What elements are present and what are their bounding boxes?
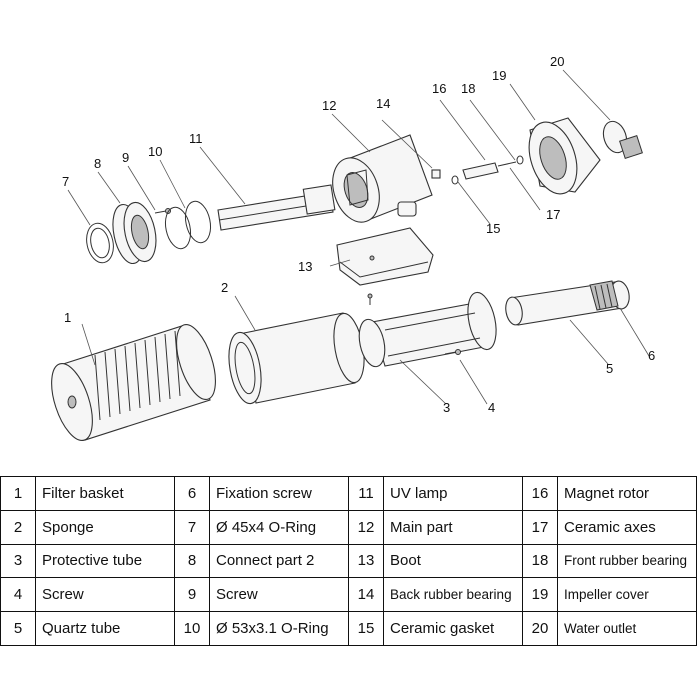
legend-number: 12	[348, 509, 384, 545]
legend-row: 1 Filter basket 6 Fixation screw 11 UV l…	[0, 476, 697, 511]
legend-row: 3 Protective tube 8 Connect part 2 13 Bo…	[0, 543, 697, 579]
callout-20: 20	[550, 54, 564, 69]
legend-label: Impeller cover	[557, 577, 697, 613]
legend-label: Main part	[383, 509, 523, 545]
legend-label: Sponge	[35, 509, 175, 545]
ceramic-gasket	[451, 175, 459, 185]
parts-legend-table: 1 Filter basket 6 Fixation screw 11 UV l…	[0, 476, 697, 646]
callout-9: 9	[122, 150, 129, 165]
legend-number: 2	[0, 509, 36, 545]
legend-label: Protective tube	[35, 543, 175, 579]
callout-2: 2	[221, 280, 228, 295]
legend-row: 5 Quartz tube 10 Ø 53x3.1 O-Ring 15 Cera…	[0, 611, 697, 646]
legend-label: Filter basket	[35, 476, 175, 511]
callout-18: 18	[461, 81, 475, 96]
o-ring-45x4	[86, 222, 114, 264]
magnet-rotor	[462, 162, 499, 180]
o-ring-53x3-1	[164, 200, 212, 250]
callout-17: 17	[546, 207, 560, 222]
filter-basket	[51, 324, 216, 441]
callout-13: 13	[298, 259, 312, 274]
legend-number: 13	[348, 543, 384, 579]
callout-6: 6	[648, 348, 655, 363]
legend-label: Connect part 2	[209, 543, 349, 579]
legend-number: 19	[522, 577, 558, 613]
callout-19: 19	[492, 68, 506, 83]
legend-label: Back rubber bearing	[383, 577, 523, 613]
legend-number: 3	[0, 543, 36, 579]
callout-14: 14	[376, 96, 390, 111]
front-rubber-bearing	[516, 155, 524, 165]
legend-number: 11	[348, 476, 384, 511]
legend-number: 17	[522, 509, 558, 545]
legend-number: 14	[348, 577, 384, 613]
legend-label: Ceramic axes	[557, 509, 697, 545]
legend-number: 20	[522, 611, 558, 646]
callout-5: 5	[606, 361, 613, 376]
legend-label: Ø 45x4 O-Ring	[209, 509, 349, 545]
callout-7: 7	[62, 174, 69, 189]
legend-label: Fixation screw	[209, 476, 349, 511]
connect-part-2	[112, 201, 157, 265]
back-rubber-bearing	[431, 169, 441, 179]
callout-16: 16	[432, 81, 446, 96]
main-part	[332, 134, 433, 223]
legend-label: Ø 53x3.1 O-Ring	[209, 611, 349, 646]
boot	[336, 227, 434, 305]
callout-1: 1	[64, 310, 71, 325]
legend-label: Quartz tube	[35, 611, 175, 646]
legend-number: 5	[0, 611, 36, 646]
callout-12: 12	[322, 98, 336, 113]
legend-number: 16	[522, 476, 558, 511]
legend-label: Magnet rotor	[557, 476, 697, 511]
legend-label: Front rubber bearing	[557, 543, 697, 579]
protective-tube	[358, 291, 497, 368]
legend-number: 9	[174, 577, 210, 613]
legend-row: 2 Sponge 7 Ø 45x4 O-Ring 12 Main part 17…	[0, 509, 697, 545]
legend-label: Water outlet	[557, 611, 697, 646]
fixation-screw	[589, 280, 619, 311]
legend-number: 18	[522, 543, 558, 579]
exploded-view-diagram: 1 2 3 4 5 6 7 8 9 10 11 12 13 14 15 16 1…	[51, 54, 655, 441]
callout-11: 11	[189, 131, 203, 146]
legend-number: 10	[174, 611, 210, 646]
legend-number: 1	[0, 476, 36, 511]
legend-label: Screw	[209, 577, 349, 613]
sponge	[228, 312, 365, 405]
screw-4	[444, 349, 461, 355]
legend-label: UV lamp	[383, 476, 523, 511]
legend-row: 4 Screw 9 Screw 14 Back rubber bearing 1…	[0, 577, 697, 613]
legend-label: Screw	[35, 577, 175, 613]
water-outlet	[602, 120, 643, 159]
legend-number: 7	[174, 509, 210, 545]
callout-15: 15	[486, 221, 500, 236]
callout-4: 4	[488, 400, 495, 415]
impeller-cover	[528, 117, 601, 195]
legend-label: Boot	[383, 543, 523, 579]
legend-number: 8	[174, 543, 210, 579]
legend-number: 4	[0, 577, 36, 613]
legend-label: Ceramic gasket	[383, 611, 523, 646]
ceramic-axes	[497, 161, 517, 167]
uv-lamp	[217, 184, 336, 231]
callout-8: 8	[94, 156, 101, 171]
legend-number: 15	[348, 611, 384, 646]
legend-number: 6	[174, 476, 210, 511]
callout-10: 10	[148, 144, 162, 159]
callout-3: 3	[443, 400, 450, 415]
